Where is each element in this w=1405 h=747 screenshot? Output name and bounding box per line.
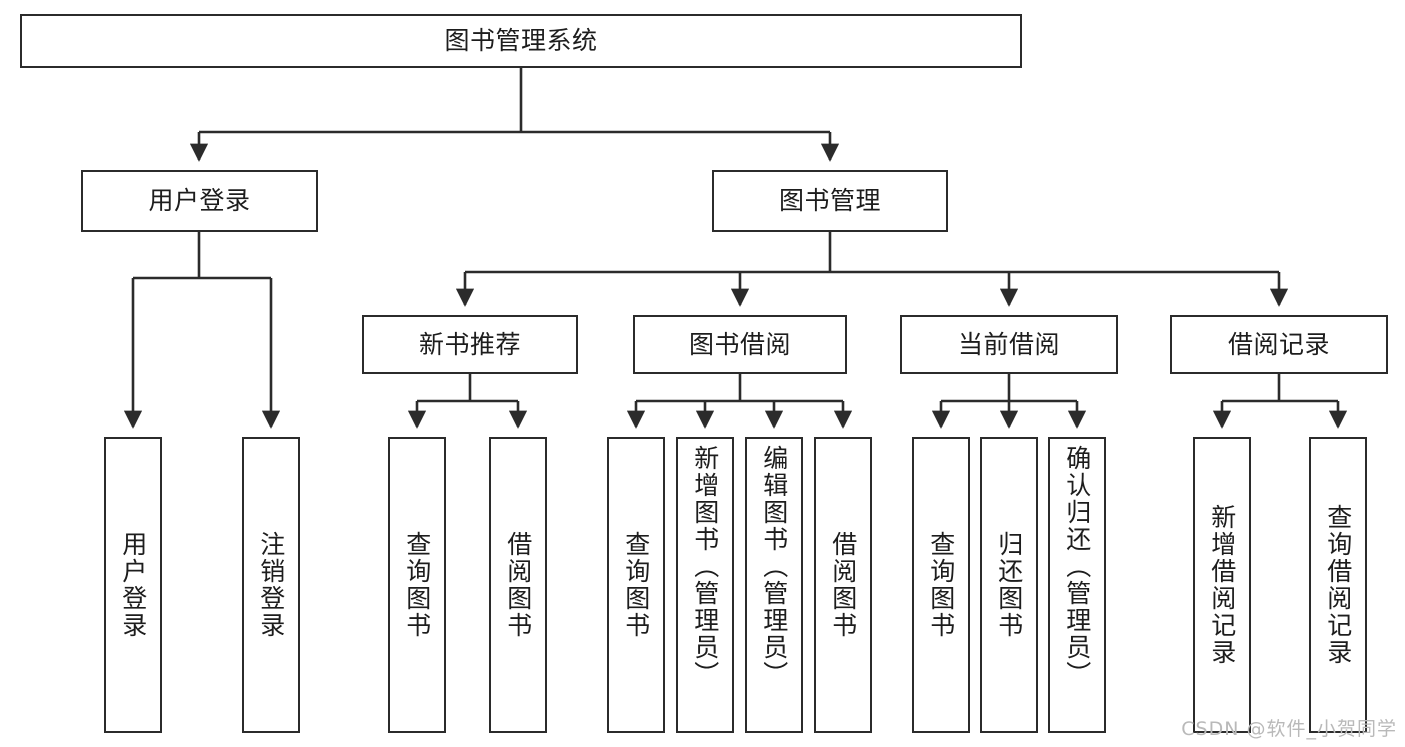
node-label: 注销登录 xyxy=(256,531,286,639)
node-borrow-record[interactable]: 借阅记录 xyxy=(1170,315,1388,374)
leaf-new-book-query-book[interactable]: 查询图书 xyxy=(388,437,446,733)
leaf-book-borrow-edit-book-admin[interactable]: 编辑图书（管理员） xyxy=(745,437,803,733)
node-book-borrow[interactable]: 图书借阅 xyxy=(633,315,847,374)
csdn-watermark: CSDN @软件_小贺同学 xyxy=(1181,718,1397,740)
leaf-book-borrow-add-book-admin[interactable]: 新增图书（管理员） xyxy=(676,437,734,733)
node-new-book-recommendation[interactable]: 新书推荐 xyxy=(362,315,578,374)
node-label: 新书推荐 xyxy=(418,329,521,359)
node-label: 图书管理 xyxy=(778,186,881,215)
node-label: 图书管理系统 xyxy=(444,26,598,55)
node-label: 用户登录 xyxy=(148,186,251,215)
node-label: 借阅图书 xyxy=(503,531,533,639)
node-label: 图书借阅 xyxy=(688,329,791,359)
leaf-borrow-record-query-record[interactable]: 查询借阅记录 xyxy=(1309,437,1367,733)
node-label: 确认归还（管理员） xyxy=(1062,445,1092,688)
leaf-current-borrow-return-book[interactable]: 归还图书 xyxy=(980,437,1038,733)
node-root-book-management-system[interactable]: 图书管理系统 xyxy=(20,14,1022,68)
leaf-book-borrow-borrow-book[interactable]: 借阅图书 xyxy=(814,437,872,733)
node-label: 借阅记录 xyxy=(1227,329,1330,359)
node-label: 归还图书 xyxy=(994,531,1024,639)
node-label: 查询图书 xyxy=(621,531,651,639)
node-book-management[interactable]: 图书管理 xyxy=(712,170,948,232)
node-label: 查询图书 xyxy=(402,531,432,639)
node-label: 借阅图书 xyxy=(828,531,858,639)
node-current-borrow[interactable]: 当前借阅 xyxy=(900,315,1118,374)
node-label: 新增借阅记录 xyxy=(1207,504,1237,666)
leaf-new-book-borrow-book[interactable]: 借阅图书 xyxy=(489,437,547,733)
leaf-borrow-record-add-record[interactable]: 新增借阅记录 xyxy=(1193,437,1251,733)
leaf-current-borrow-confirm-return-admin[interactable]: 确认归还（管理员） xyxy=(1048,437,1106,733)
node-label: 用户登录 xyxy=(118,531,148,639)
leaf-book-borrow-query-book[interactable]: 查询图书 xyxy=(607,437,665,733)
leaf-user-login-logout[interactable]: 注销登录 xyxy=(242,437,300,733)
node-label: 查询借阅记录 xyxy=(1323,504,1353,666)
node-user-login[interactable]: 用户登录 xyxy=(81,170,318,232)
leaf-current-borrow-query-book[interactable]: 查询图书 xyxy=(912,437,970,733)
node-label: 当前借阅 xyxy=(957,329,1060,359)
node-label: 查询图书 xyxy=(926,531,956,639)
leaf-user-login-signin[interactable]: 用户登录 xyxy=(104,437,162,733)
node-label: 编辑图书（管理员） xyxy=(759,445,789,688)
node-label: 新增图书（管理员） xyxy=(690,445,720,688)
